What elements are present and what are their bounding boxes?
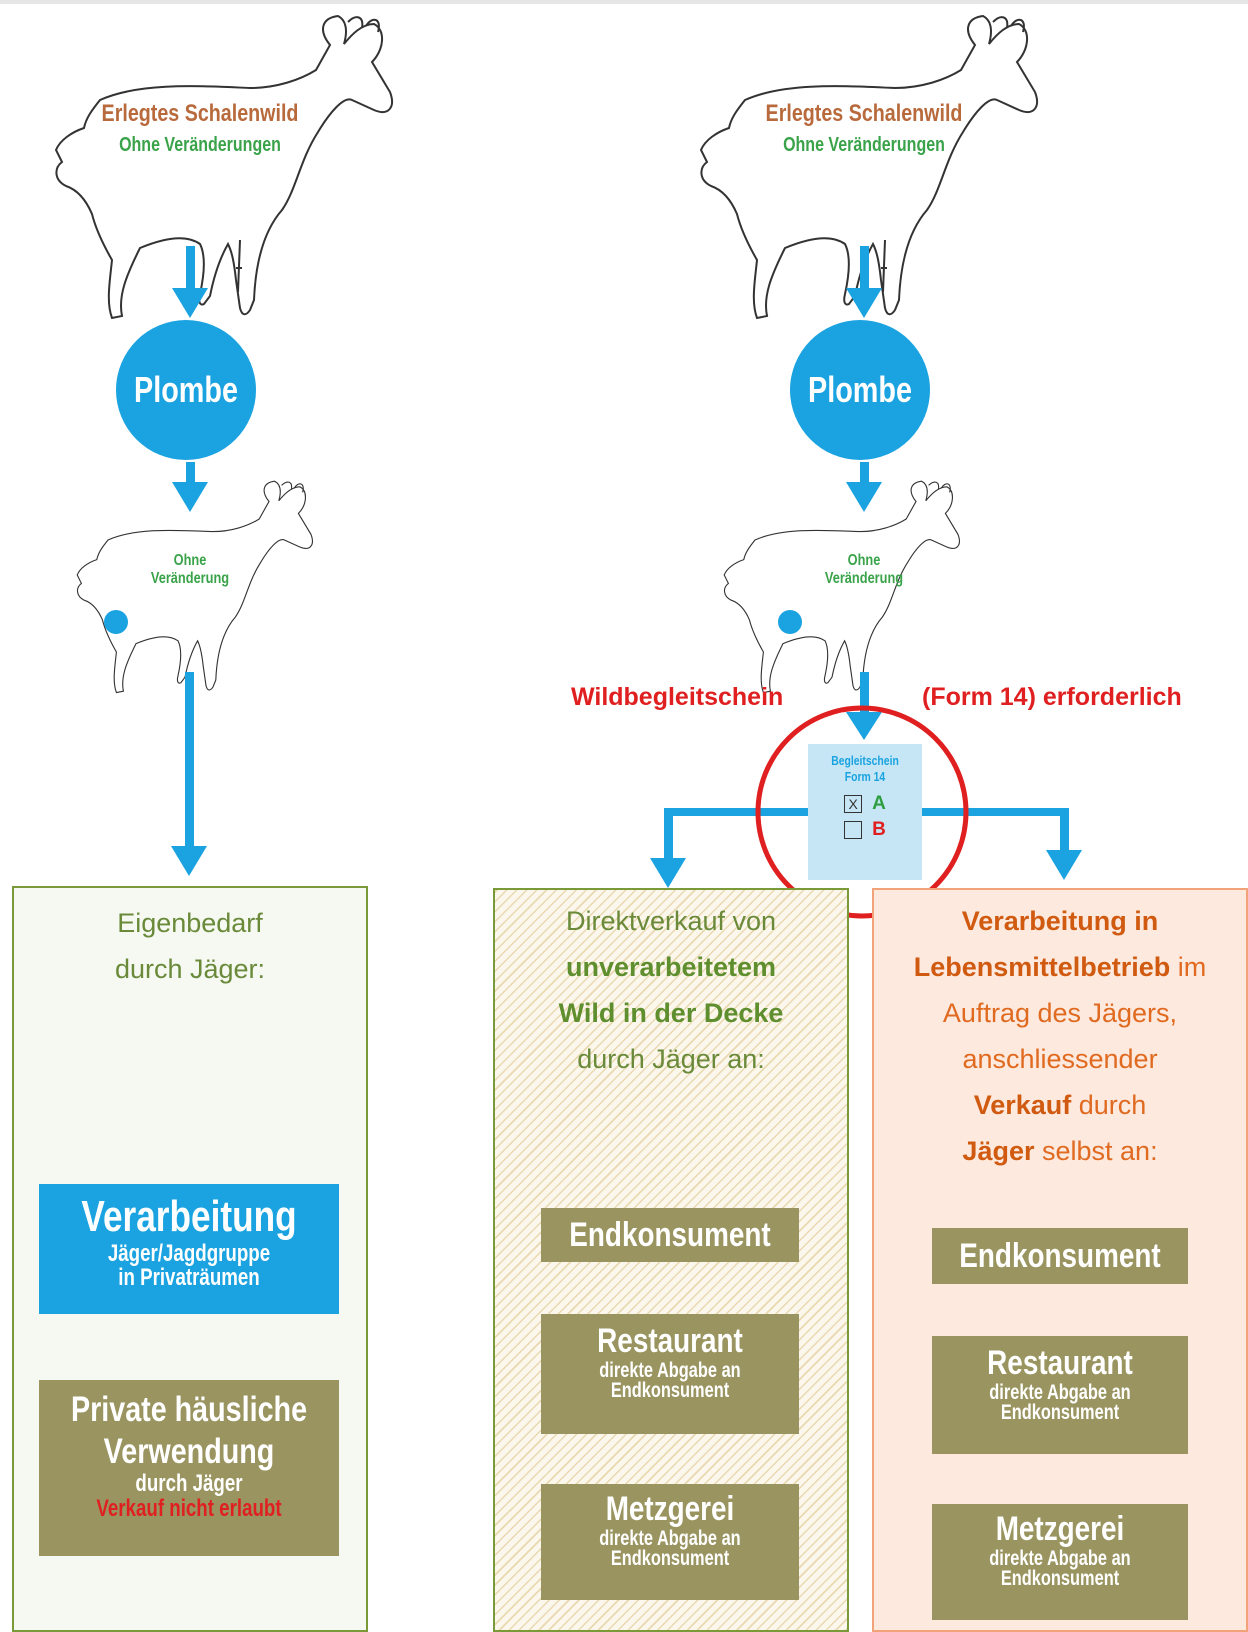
mid-butcher-title: Metzgerei (605, 1490, 735, 1528)
small-animal-line1-right: Ohne (847, 552, 881, 569)
proc-sale-line6-rest: selbst an: (1042, 1136, 1158, 1166)
private-use-box: Private häusliche Verwendung durch Jäger… (39, 1380, 339, 1556)
animal-title-right: Erlegtes Schalenwild (765, 100, 963, 127)
mid-restaurant-box: Restaurant direkte Abgabe an Endkonsumen… (541, 1314, 799, 1434)
private-use-line1: Private häusliche (70, 1390, 308, 1429)
panel-own-use-line2: durch Jäger: (114, 954, 266, 984)
proc-sale-line6-bold: Jäger (962, 1136, 1035, 1166)
requirement-label-right: (Form 14) erforderlich (922, 683, 1182, 711)
small-animal-line2-left: Veränderung (150, 570, 230, 587)
option-b-checkbox[interactable] (844, 821, 863, 839)
form-title-line1: Begleitschein (831, 753, 899, 768)
proc-sale-line2-rest: im (1177, 952, 1207, 982)
proc-sale-line5-bold: Verkauf (973, 1090, 1072, 1120)
option-a-checkbox[interactable]: X (844, 795, 863, 813)
highlight-circle-icon (755, 705, 969, 919)
small-animal-label-right: Ohne Veränderung (808, 552, 920, 588)
processing-line1: Jäger/Jagdgruppe (107, 1240, 271, 1267)
right-butcher-box: Metzgerei direkte Abgabe an Endkonsument (932, 1504, 1188, 1620)
mid-butcher-line1: direkte Abgabe an (599, 1527, 741, 1550)
seal-label-left: Plombe (133, 369, 239, 410)
proc-sale-line3: Auftrag des Jägers, (942, 998, 1178, 1028)
processing-title: Verarbeitung (81, 1192, 297, 1241)
proc-sale-line2-bold: Lebensmittelbetrieb (913, 952, 1171, 982)
right-restaurant-title: Restaurant (987, 1344, 1133, 1382)
right-restaurant-line2: Endkonsument (1000, 1401, 1120, 1424)
seal-circle-left: Plombe (116, 320, 256, 460)
proc-sale-line5-rest: durch (1078, 1090, 1147, 1120)
mid-consumer-title: Endkonsument (569, 1216, 771, 1254)
animal-subtitle-left: Ohne Veränderungen (119, 134, 281, 156)
mid-butcher-line2: Endkonsument (610, 1547, 730, 1570)
right-consumer-box: Endkonsument (932, 1228, 1188, 1284)
right-butcher-line1: direkte Abgabe an (989, 1547, 1131, 1570)
right-restaurant-line1: direkte Abgabe an (989, 1381, 1131, 1404)
mid-restaurant-line1: direkte Abgabe an (599, 1359, 741, 1382)
direct-sale-line3: Wild in der Decke (558, 998, 784, 1028)
panel-own-use-line1: Eigenbedarf (117, 908, 263, 938)
right-consumer-title: Endkonsument (959, 1237, 1161, 1275)
animal-title-left: Erlegtes Schalenwild (101, 100, 299, 127)
small-animal-line2-right: Veränderung (824, 570, 904, 587)
seal-dot-left-icon (104, 610, 128, 634)
seal-dot-right-icon (778, 610, 802, 634)
private-use-line3: durch Jäger (135, 1470, 243, 1497)
form-14-card: Begleitschein Form 14 X A B (808, 744, 922, 880)
proc-sale-line1: Verarbeitung in (961, 906, 1159, 936)
private-use-line4: Verkauf nicht erlaubt (96, 1495, 282, 1522)
option-b-row: B (808, 819, 922, 841)
form-title-line2: Form 14 (844, 769, 886, 784)
seal-label-right: Plombe (807, 369, 913, 410)
option-b-label: B (872, 819, 886, 840)
processing-line2: in Privaträumen (118, 1264, 260, 1291)
small-animal-label-left: Ohne Veränderung (134, 552, 246, 588)
proc-sale-line4: anschliessender (962, 1044, 1158, 1074)
right-butcher-title: Metzgerei (995, 1510, 1125, 1548)
mid-restaurant-title: Restaurant (597, 1322, 743, 1360)
seal-circle-right: Plombe (790, 320, 930, 460)
requirement-label-left: Wildbegleitschein (571, 683, 784, 711)
direct-sale-line4: durch Jäger an: (577, 1044, 765, 1074)
mid-restaurant-line2: Endkonsument (610, 1379, 730, 1402)
chamois-large-left-icon (54, 14, 393, 320)
direct-sale-line2: unverarbeitetem (565, 952, 777, 982)
mid-consumer-box: Endkonsument (541, 1208, 799, 1262)
right-butcher-line2: Endkonsument (1000, 1567, 1120, 1590)
chamois-small-right-icon (723, 480, 960, 694)
option-a-label: A (872, 793, 886, 814)
animal-subtitle-right: Ohne Veränderungen (783, 134, 945, 156)
top-border (0, 0, 1248, 4)
chamois-small-left-icon (76, 480, 313, 694)
private-use-line2: Verwendung (103, 1432, 275, 1471)
option-a-row: X A (808, 793, 922, 815)
panel-processing-sale-text: Verarbeitung in Lebensmittelbetrieb im A… (874, 898, 1246, 1174)
chamois-large-right-icon (699, 14, 1038, 320)
panel-direct-sale-text: Direktverkauf von unverarbeitetem Wild i… (495, 898, 847, 1082)
processing-box: Verarbeitung Jäger/Jagdgruppe in Privatr… (39, 1184, 339, 1314)
mid-butcher-box: Metzgerei direkte Abgabe an Endkonsument (541, 1484, 799, 1600)
small-animal-line1-left: Ohne (173, 552, 207, 569)
panel-own-use-text: Eigenbedarf durch Jäger: (14, 900, 366, 992)
right-restaurant-box: Restaurant direkte Abgabe an Endkonsumen… (932, 1336, 1188, 1454)
direct-sale-line1: Direktverkauf von (565, 906, 777, 936)
